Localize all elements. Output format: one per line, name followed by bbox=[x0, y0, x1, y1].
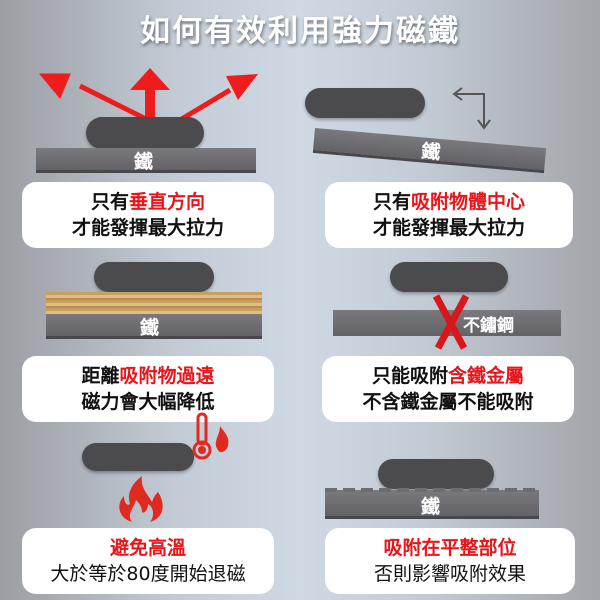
magnet bbox=[390, 262, 508, 292]
info-card: 避免高溫 大於等於80度開始退磁 bbox=[22, 528, 274, 594]
uneven-surface: 鐵 bbox=[325, 488, 539, 519]
magnet bbox=[86, 117, 204, 149]
iron-plate: 鐵 bbox=[36, 148, 256, 173]
page-title: 如何有效利用強力磁鐵 bbox=[140, 14, 460, 49]
plate-label: 鐵 bbox=[134, 151, 154, 173]
info-card: 距離吸附物過遠 磁力會大幅降低 bbox=[22, 356, 274, 422]
info-card: 吸附在平整部位 否則影響吸附效果 bbox=[325, 528, 575, 594]
fire-icon bbox=[119, 476, 163, 522]
iron-plate: 鐵 bbox=[46, 314, 262, 339]
magnet bbox=[305, 88, 425, 118]
info-card: 只有吸附物體中心 才能發揮最大拉力 bbox=[325, 182, 573, 248]
iron-plate: 鐵 bbox=[312, 128, 547, 174]
corner-arrow-icon bbox=[452, 87, 491, 130]
wood-layer bbox=[46, 292, 262, 314]
magnet bbox=[82, 443, 194, 471]
info-card: 只有垂直方向 才能發揮最大拉力 bbox=[22, 182, 274, 248]
arrows-up-icon bbox=[38, 68, 258, 122]
x-mark-icon bbox=[432, 294, 470, 350]
magnet bbox=[378, 459, 494, 489]
info-card: 只能吸附含鐵金屬 不含鐵金屬不能吸附 bbox=[322, 356, 574, 422]
thermometer-icon bbox=[192, 412, 229, 460]
magnet bbox=[94, 262, 214, 292]
